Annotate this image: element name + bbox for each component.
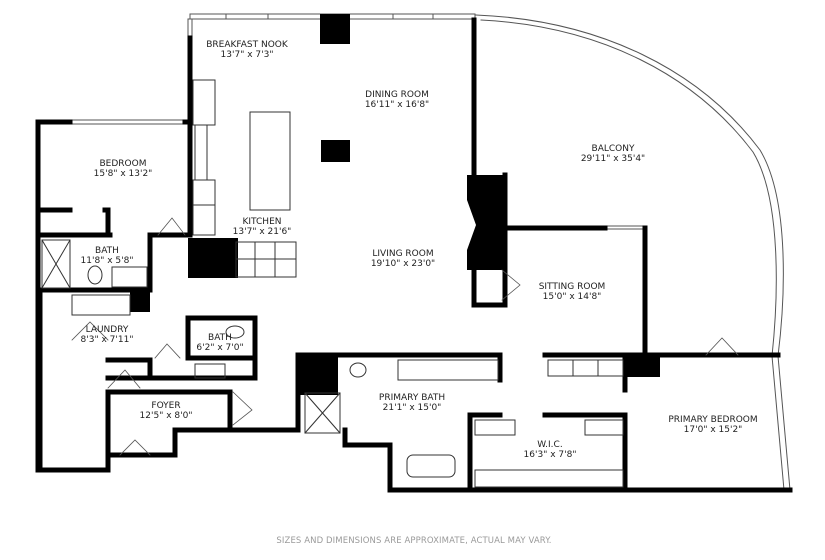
room-dims: 19'10" x 23'0" [370,258,436,269]
fixtures [41,79,624,488]
room-dims: 13'7" x 21'6" [232,226,292,237]
room-name: BATH [95,246,119,256]
room-dims: 21'1" x 15'0" [382,402,442,413]
room-name: DINING ROOM [365,90,429,100]
room-name: BALCONY [591,144,635,154]
room-name: FOYER [151,401,181,411]
room-dims: 11'8" x 5'8" [80,255,134,266]
room-dims: 29'11" x 35'4" [580,153,646,164]
room-dims: 16'11" x 16'8" [364,99,430,110]
room-name: LIVING ROOM [372,249,434,259]
room-label-wic: W.I.C.16'3" x 7'8" [523,440,577,460]
room-name: BATH [208,333,232,343]
room-name: LAUNDRY [85,325,129,335]
room-dims: 15'8" x 13'2" [93,168,153,179]
room-dims: 16'3" x 7'8" [523,449,577,460]
room-dims: 17'0" x 15'2" [683,424,743,435]
room-name: PRIMARY BATH [378,393,446,403]
room-name: KITCHEN [242,217,282,227]
columns [130,14,660,395]
room-dims: 13'7" x 7'3" [220,49,274,60]
room-name: W.I.C. [537,440,563,450]
room-name: PRIMARY BEDROOM [668,415,758,425]
room-dims: 15'0" x 14'8" [542,291,602,302]
room-name: BREAKFAST NOOK [206,40,288,50]
room-dims: 8'3" x 7'11" [80,334,134,345]
room-dims: 12'5" x 8'0" [139,410,193,421]
room-name: SITTING ROOM [538,282,606,292]
room-dims: 6'2" x 7'0" [196,342,244,353]
doors [71,217,739,456]
room-name: BEDROOM [99,159,147,169]
disclaimer-footer: SIZES AND DIMENSIONS ARE APPROXIMATE, AC… [276,536,552,546]
